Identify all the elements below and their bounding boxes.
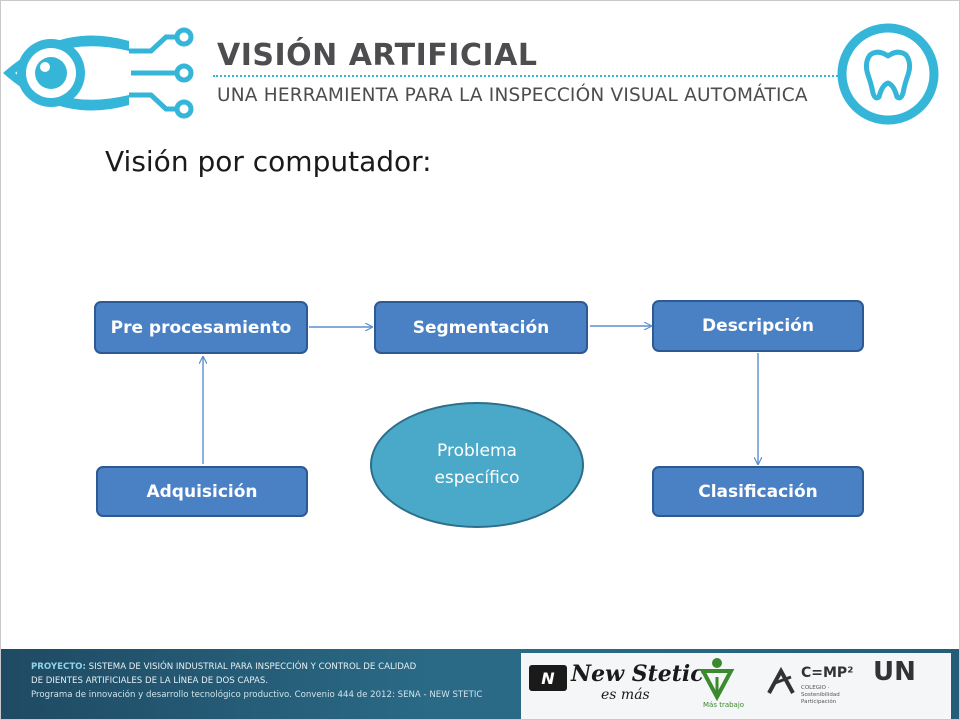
footer-project-line1: PROYECTO: SISTEMA DE VISIÓN INDUSTRIAL P…	[31, 662, 416, 672]
problema-line2: específico	[434, 468, 520, 488]
node-clasificacion-label: Clasificación	[698, 481, 818, 502]
node-problema-especifico: Problema específico	[370, 402, 584, 528]
problema-line1: Problema	[437, 441, 517, 461]
tooth-logo-icon	[837, 23, 939, 125]
node-preprocesamiento-label: Pre procesamiento	[110, 317, 292, 338]
slide-title: Visión por computador:	[105, 145, 432, 178]
node-descripcion: Descripción	[652, 300, 864, 352]
node-preprocesamiento: Pre procesamiento	[94, 301, 308, 354]
node-segmentacion: Segmentación	[374, 301, 588, 354]
un-logo-text: UN	[873, 657, 916, 687]
footer-project-text1: SISTEMA DE VISIÓN INDUSTRIAL PARA INSPEC…	[88, 662, 417, 672]
sena-logo-icon	[699, 658, 735, 701]
footer-logo-strip	[521, 653, 951, 719]
sena-tagline: Más trabajo	[703, 701, 745, 709]
eye-circuit-logo-icon	[3, 27, 194, 119]
cmp-logo-icon	[767, 666, 795, 694]
node-clasificacion: Clasificación	[652, 466, 864, 517]
newstetic-tagline: es más	[601, 687, 650, 703]
node-adquisicion: Adquisición	[96, 466, 308, 517]
node-adquisicion-label: Adquisición	[146, 481, 258, 502]
footer-program-line: Programa de innovación y desarrollo tecn…	[31, 690, 483, 700]
header-subtitle: UNA HERRAMIENTA PARA LA INSPECCIÓN VISUA…	[217, 85, 808, 106]
diagram-arrows	[1, 1, 959, 641]
node-descripcion-label: Descripción	[702, 316, 814, 336]
cmp-logo-text: C=MP²	[801, 665, 854, 681]
newstetic-logo-icon: N	[529, 665, 567, 691]
header-divider	[213, 75, 841, 77]
node-segmentacion-label: Segmentación	[412, 317, 550, 338]
footer-project-label: PROYECTO:	[31, 662, 86, 672]
newstetic-logo-text: New Stetic	[571, 661, 704, 687]
footer-project-line2: DE DIENTES ARTIFICIALES DE LA LÍNEA DE D…	[31, 676, 269, 686]
header-title: VISIÓN ARTIFICIAL	[217, 38, 538, 73]
